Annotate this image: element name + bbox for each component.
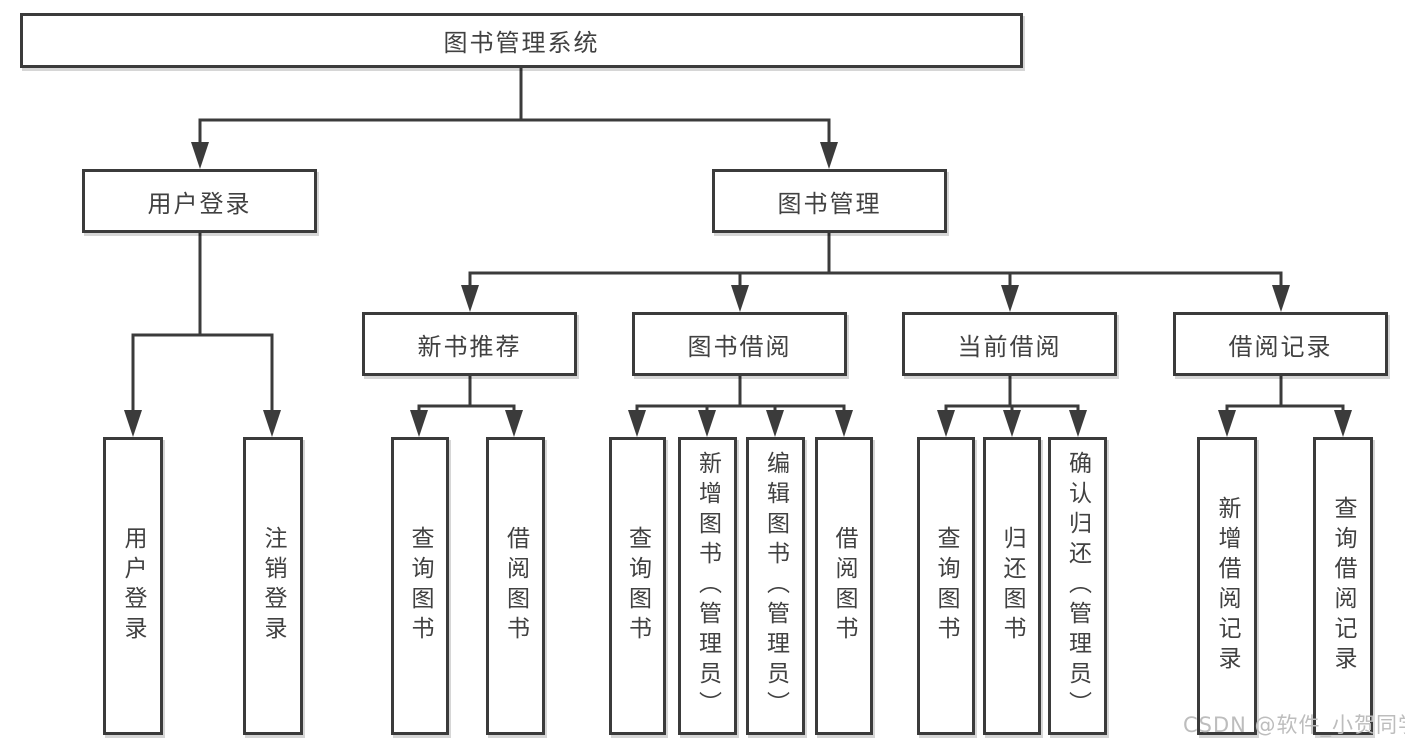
watermark: CSDN @软件_小贺同学 xyxy=(1183,713,1405,737)
node-new-book-recommend: 新书推荐 xyxy=(362,312,577,376)
leaf-records-query-record: 查询借阅记录 xyxy=(1313,437,1373,735)
leaf-current-return-books: 归还图书 xyxy=(983,437,1041,735)
node-book-borrow: 图书借阅 xyxy=(632,312,847,376)
leaf-records-add-record: 新增借阅记录 xyxy=(1197,437,1257,735)
leaf-user-login: 用户登录 xyxy=(103,437,163,735)
node-user-login: 用户登录 xyxy=(82,169,317,233)
node-current-borrow: 当前借阅 xyxy=(902,312,1117,376)
leaf-newbooks-query-books: 查询图书 xyxy=(391,437,449,735)
leaf-borrow-add-books-admin: 新增图书（管理员） xyxy=(678,437,737,735)
node-borrow-records: 借阅记录 xyxy=(1173,312,1388,376)
leaf-borrow-edit-books-admin: 编辑图书（管理员） xyxy=(746,437,805,735)
leaf-newbooks-borrow-books: 借阅图书 xyxy=(486,437,545,735)
leaf-current-query-books: 查询图书 xyxy=(917,437,975,735)
node-root-library-system: 图书管理系统 xyxy=(20,13,1023,68)
leaf-current-confirm-return-admin: 确认归还（管理员） xyxy=(1048,437,1107,735)
leaf-borrow-query-books: 查询图书 xyxy=(609,437,666,735)
leaf-logout: 注销登录 xyxy=(243,437,303,735)
node-book-management: 图书管理 xyxy=(712,169,947,233)
leaf-borrow-borrow-books: 借阅图书 xyxy=(815,437,873,735)
